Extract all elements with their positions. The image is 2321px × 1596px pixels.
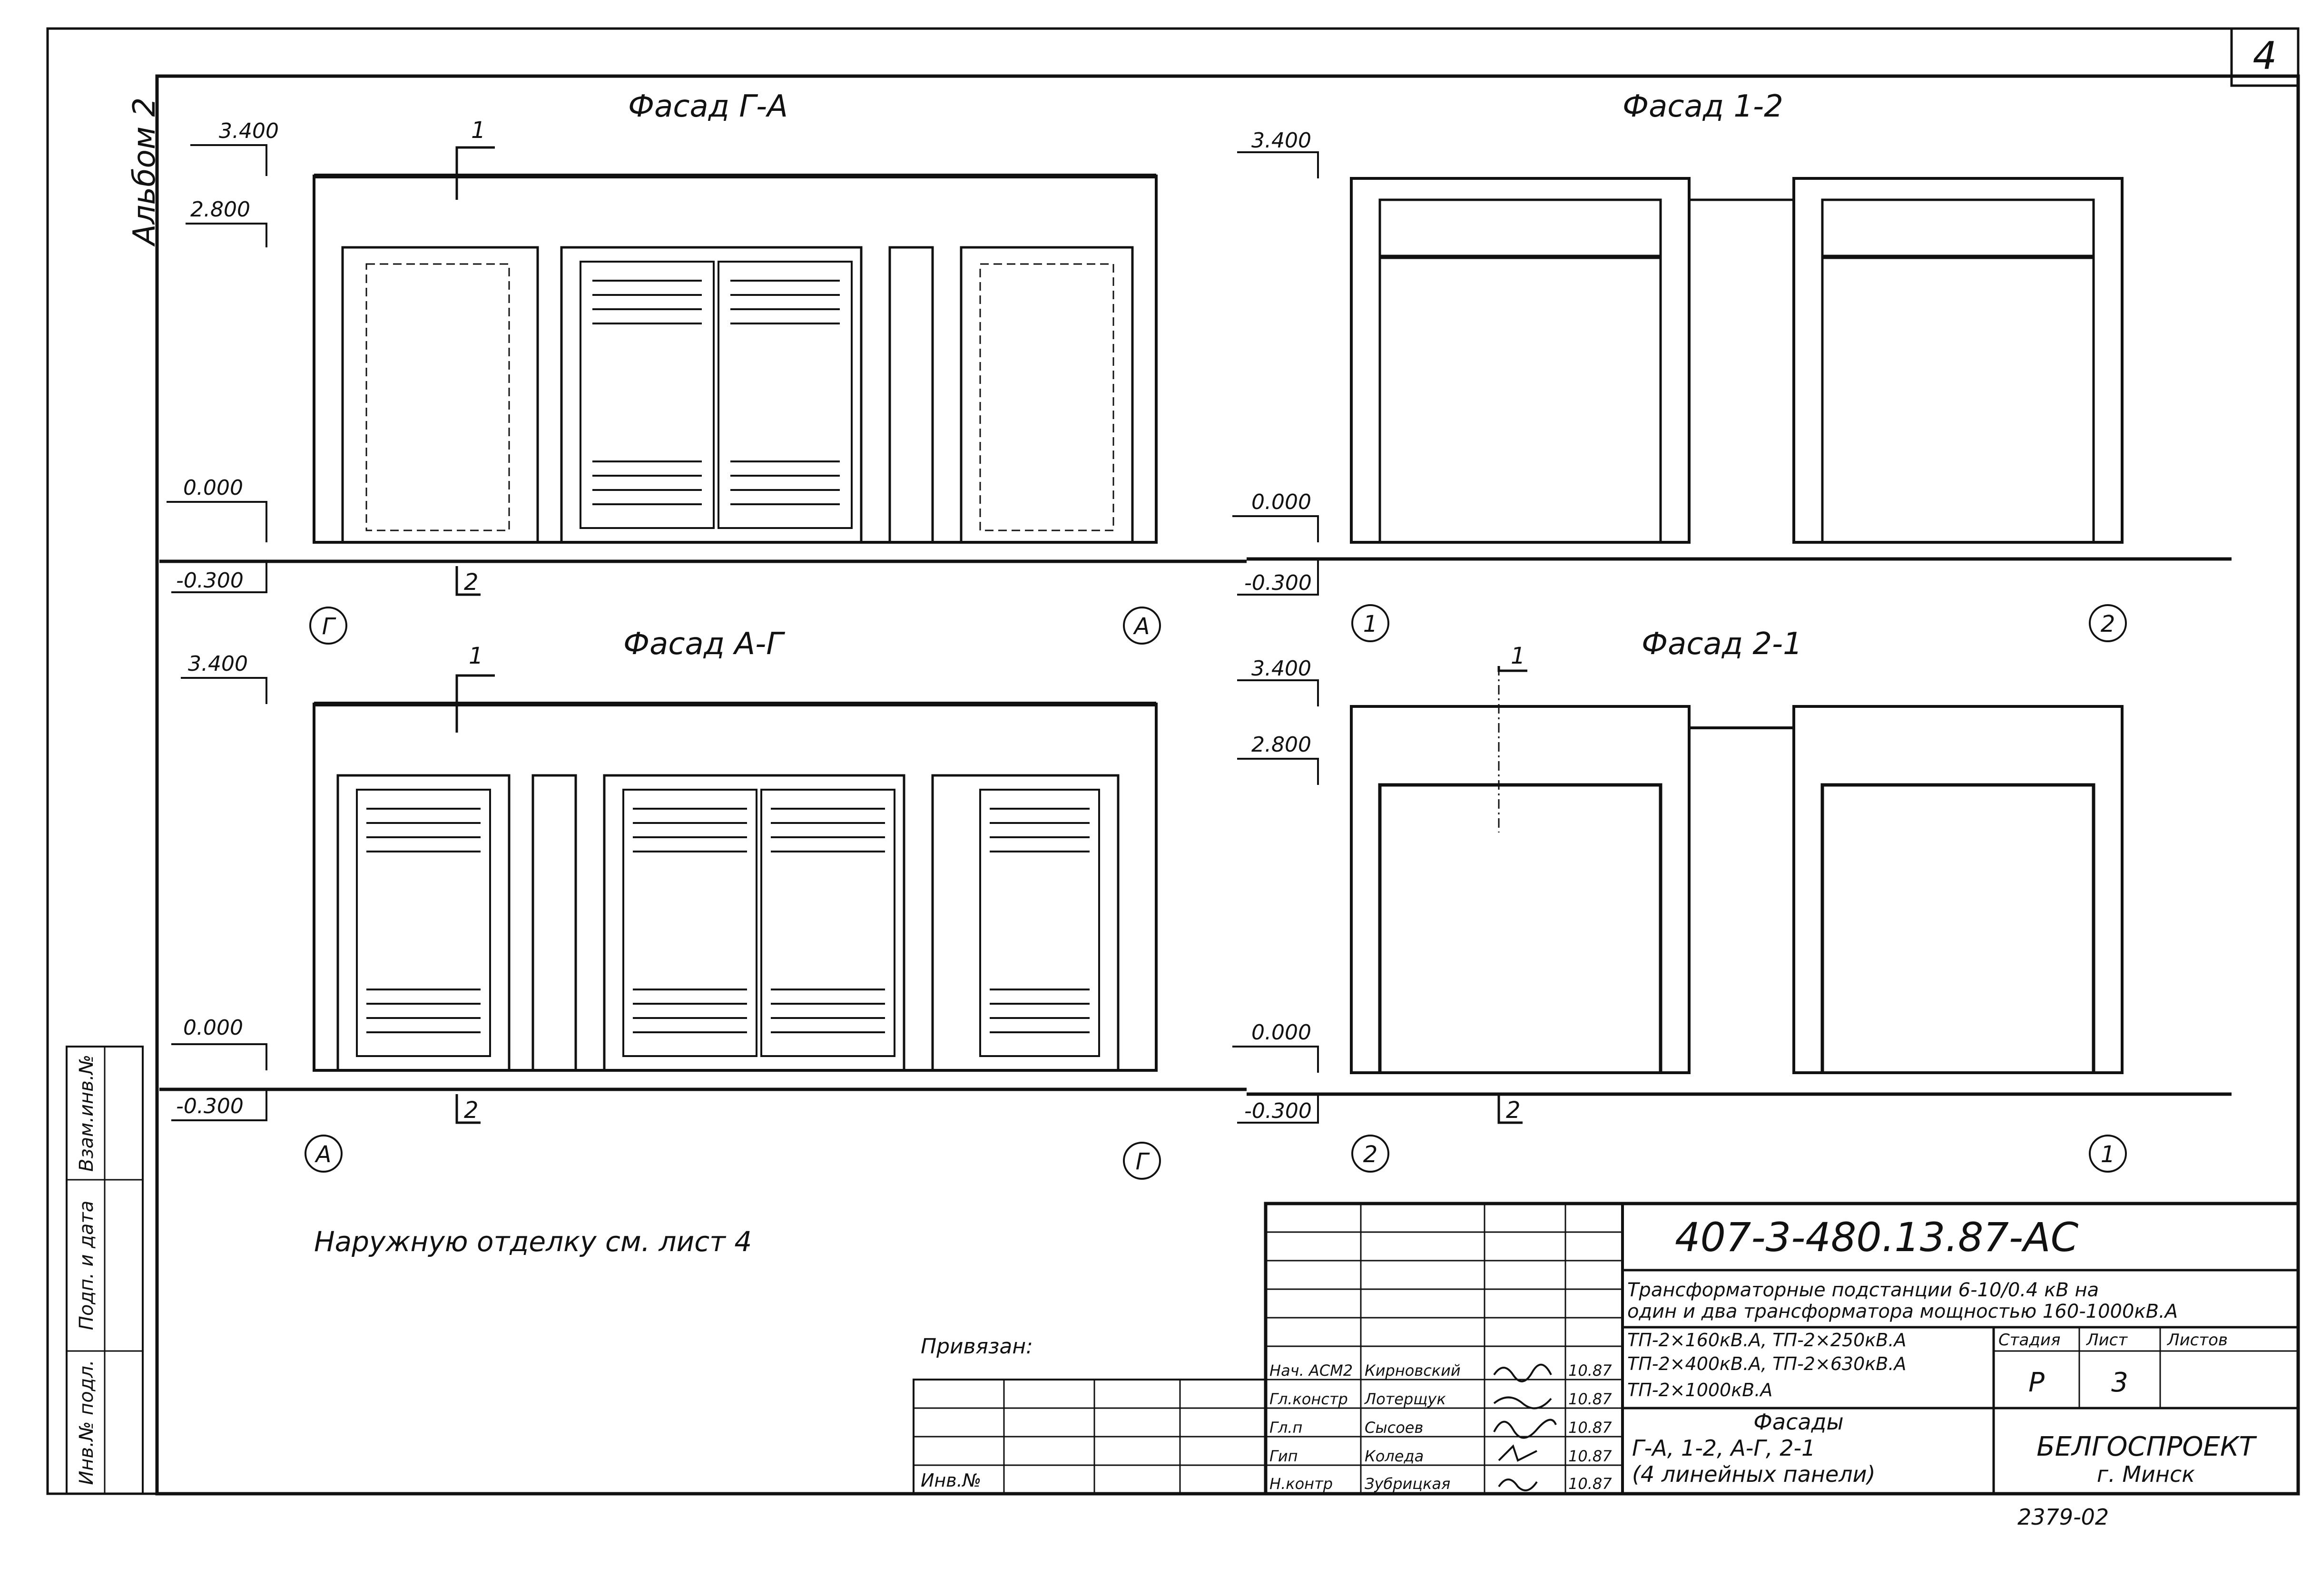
level-label: 0.000: [1251, 490, 1311, 514]
axis-label: 1: [2101, 1141, 2115, 1168]
variants-line: ТП-2×400кВ.А, ТП-2×630кВ.А: [1627, 1353, 1906, 1374]
sign-date: 10.87: [1568, 1419, 1612, 1437]
axis-label: 2: [1363, 1141, 1378, 1168]
section-mark: 1: [1511, 643, 1525, 669]
level-label: 3.400: [1251, 656, 1311, 681]
sign-date: 10.87: [1568, 1475, 1612, 1493]
level-label: 3.400: [188, 652, 248, 676]
doc-code: 407-3-480.13.87-АС: [1675, 1214, 2079, 1261]
level-label: 2.800: [190, 197, 250, 222]
sign-role: Гл.констр: [1269, 1390, 1348, 1408]
variants-line: ТП-2×160кВ.А, ТП-2×250кВ.А: [1627, 1330, 1906, 1351]
sheet-title: (4 линейных панели): [1632, 1461, 1876, 1487]
stage-value: Р: [2028, 1367, 2045, 1398]
bound-label: Привязан:: [921, 1334, 1033, 1359]
sheet-header: Лист: [2085, 1331, 2128, 1350]
sheet-number: 3: [2111, 1367, 2128, 1398]
title-block: Привязан: Инв.№ 407-3-480.13.87-АС Транс…: [913, 1202, 2300, 1496]
facade-title: Фасад Г-А: [628, 89, 788, 124]
sign-role: Нач. АСМ2: [1269, 1361, 1353, 1380]
facade-title: Фасад А-Г: [623, 627, 785, 662]
sign-role: Гл.п: [1269, 1419, 1302, 1437]
sheet-title: Фасады: [1753, 1409, 1843, 1435]
inv-label: Инв.№: [921, 1470, 981, 1491]
axis-label: 2: [2101, 611, 2115, 637]
sheet-title: Г-А, 1-2, А-Г, 2-1: [1632, 1435, 1815, 1461]
axis-label: А: [1133, 613, 1150, 640]
level-label: -0.300: [1244, 1099, 1312, 1123]
album-label: Альбом 2: [127, 98, 162, 247]
level-label: 2.800: [1251, 733, 1311, 757]
sign-name: Сысоев: [1365, 1419, 1423, 1437]
sign-role: Н.контр: [1269, 1475, 1333, 1493]
sheets-header: Листов: [2166, 1331, 2228, 1350]
level-label: 0.000: [1251, 1020, 1311, 1045]
section-mark: 2: [464, 569, 479, 596]
company-city: г. Минск: [2097, 1461, 2195, 1487]
section-mark: 2: [1506, 1097, 1521, 1124]
level-label: 3.400: [1251, 128, 1311, 153]
facade-1-2: Фасад 1-2 3.400 0.000 -0.300 1 2: [1232, 89, 2232, 642]
section-mark: 1: [469, 643, 483, 669]
level-label: -0.300: [176, 568, 244, 593]
section-mark: 2: [464, 1097, 479, 1124]
strip-signature-date: Подп. и дата: [76, 1201, 98, 1330]
sign-date: 10.87: [1568, 1390, 1612, 1408]
axis-label: А: [315, 1141, 332, 1168]
project-title-line: один и два трансформатора мощностью 160-…: [1627, 1301, 2178, 1322]
corner-sheet-number: 4: [2253, 34, 2277, 78]
level-label: -0.300: [1244, 571, 1312, 595]
sign-date: 10.87: [1568, 1361, 1612, 1380]
sign-name: Лотерщук: [1364, 1390, 1446, 1408]
facade-title: Фасад 1-2: [1623, 89, 1783, 124]
sign-name: Кирновский: [1365, 1361, 1461, 1380]
strip-original-inv: Инв.№ подл.: [76, 1360, 98, 1485]
strip-replace-inv: Взам.инв.№: [76, 1055, 98, 1172]
archive-number: 2379-02: [2017, 1504, 2109, 1530]
project-title-line: Трансформаторные подстанции 6-10/0.4 кВ …: [1627, 1279, 2099, 1301]
facade-g-a: Фасад Г-А 3.400 2.800 0.000 -0.300: [159, 89, 1247, 645]
sign-name: Коледа: [1365, 1447, 1424, 1465]
section-mark: 1: [471, 117, 486, 144]
variants-line: ТП-2×1000кВ.А: [1627, 1380, 1772, 1400]
level-label: 3.400: [219, 119, 279, 143]
facade-2-1: Фасад 2-1 1 2 3.400 2.800 0.000 -0.300 2…: [1232, 627, 2232, 1173]
sign-name: Зубрицкая: [1365, 1475, 1450, 1493]
axis-label: Г: [322, 613, 336, 640]
stage-header: Стадия: [1998, 1331, 2060, 1350]
handwritten-signatures: [1493, 1363, 1557, 1491]
axis-label: Г: [1136, 1148, 1150, 1175]
facade-a-g: Фасад А-Г 3.400 0.000 -0.300: [159, 627, 1247, 1180]
level-label: -0.300: [176, 1094, 244, 1118]
sign-role: Гип: [1269, 1447, 1298, 1465]
axis-label: 1: [1363, 611, 1378, 637]
sign-date: 10.87: [1568, 1447, 1612, 1465]
company-name: БЕЛГОСПРОЕКТ: [2036, 1431, 2257, 1462]
level-label: 0.000: [183, 476, 243, 500]
facade-title: Фасад 2-1: [1642, 627, 1802, 662]
level-label: 0.000: [183, 1016, 243, 1040]
finish-note: Наружную отделку см. лист 4: [314, 1225, 752, 1258]
left-stamp-strip: Взам.инв.№ Подп. и дата Инв.№ подл.: [66, 1046, 144, 1495]
